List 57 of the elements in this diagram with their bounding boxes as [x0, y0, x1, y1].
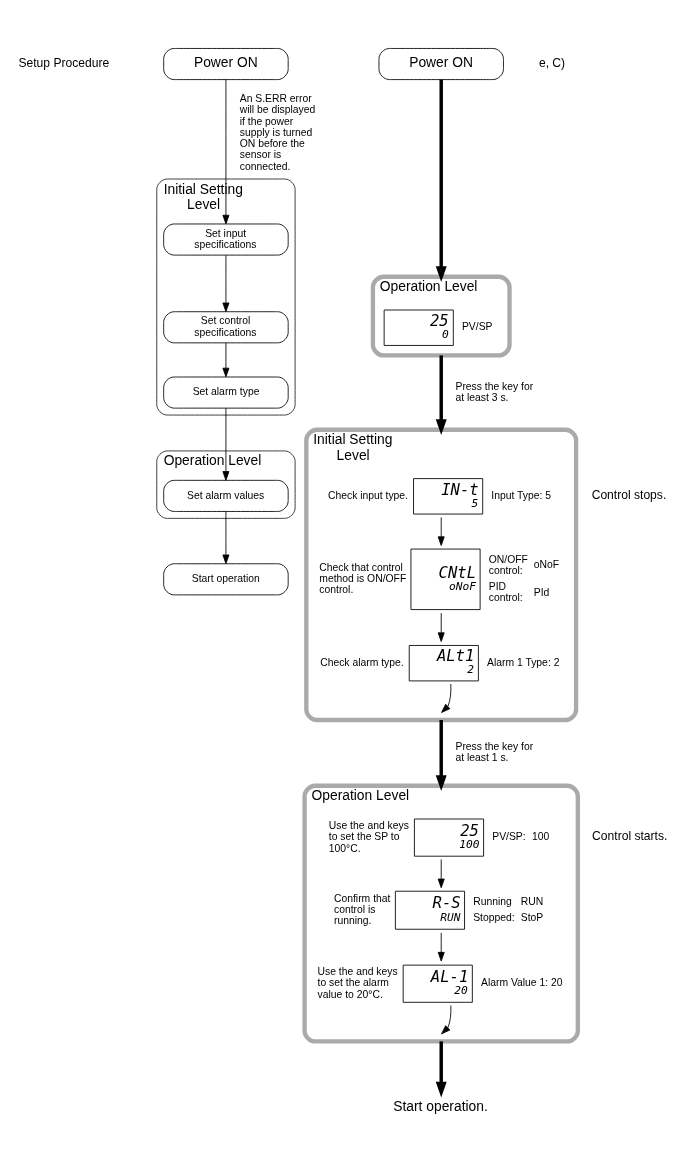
node-label: Running	[473, 895, 512, 907]
arrow	[435, 719, 447, 791]
label: e, C)	[538, 55, 566, 70]
node-label: Alarm 1 Type: 2	[487, 656, 560, 668]
node-label: Check alarm type.	[320, 656, 404, 668]
node-label: PID control:	[488, 580, 523, 603]
label: Control stops.	[591, 487, 667, 502]
node-box: IN-t 5	[413, 477, 484, 514]
node-box: Set alarm type	[163, 376, 289, 409]
arrow	[435, 354, 447, 435]
edge-label: Press the key for at least 1 s.	[455, 740, 534, 763]
arrow	[222, 78, 230, 224]
node-label: Check input type.	[327, 489, 408, 501]
arrow	[435, 79, 447, 282]
node-label: Use the and keys to set the SP to 100°C.	[328, 819, 409, 854]
node-box: Start operation	[163, 562, 289, 595]
node-box: AL-1 20	[402, 964, 473, 1003]
node-label: StoP	[520, 911, 544, 923]
node-label: Confirm that control is running.	[334, 892, 391, 926]
node-box: Set alarm values	[163, 479, 289, 512]
node-box: Power ON	[378, 47, 504, 80]
node-label: Stopped:	[473, 911, 515, 923]
node-box: R-S RUN	[394, 890, 465, 930]
node-label: Input Type: 5	[491, 489, 552, 501]
label: Control starts.	[592, 828, 668, 843]
arrow	[222, 510, 230, 564]
arrow	[222, 254, 230, 312]
node-label: PId	[533, 586, 550, 598]
node-label: Alarm Value 1: 20	[480, 976, 563, 988]
node-label: Check that control method is ON/OFF control.	[319, 561, 407, 595]
node-label: ON/OFF control:	[488, 553, 528, 576]
node-label: PV/SP:	[492, 830, 526, 842]
node-label: Use the and keys to set the alarm value to 20°C.	[317, 965, 398, 1000]
node-box: Power ON	[163, 47, 289, 80]
arrow	[441, 1004, 452, 1034]
node-box: ALt1 2	[408, 644, 479, 681]
node-box: 25 0	[383, 309, 454, 346]
edge-label: Press the key for at least 3 s.	[455, 380, 534, 403]
arrow	[222, 407, 230, 481]
node-text: Start operation.	[393, 1097, 488, 1114]
node-box: 25 100	[414, 818, 484, 857]
edge-label: An S.ERR error will be displayed if the power supply is turned ON before the sensor is connected.	[239, 92, 316, 172]
arrow	[437, 858, 445, 888]
node-label: 100	[532, 830, 550, 842]
arrow	[437, 931, 445, 961]
node-box: CNtL oNoF	[410, 548, 481, 610]
arrow	[437, 516, 445, 546]
node-box: Set input specifications	[163, 223, 289, 256]
node-label: RUN	[520, 895, 544, 907]
arrow	[222, 341, 230, 377]
node-label: PV/SP	[461, 320, 493, 332]
node-box: Set control specifications	[163, 310, 289, 343]
arrow	[441, 683, 452, 713]
node-label: oNoF	[533, 558, 560, 570]
arrow	[435, 1040, 447, 1097]
label: Setup Procedure	[18, 55, 110, 70]
arrow	[437, 612, 445, 642]
